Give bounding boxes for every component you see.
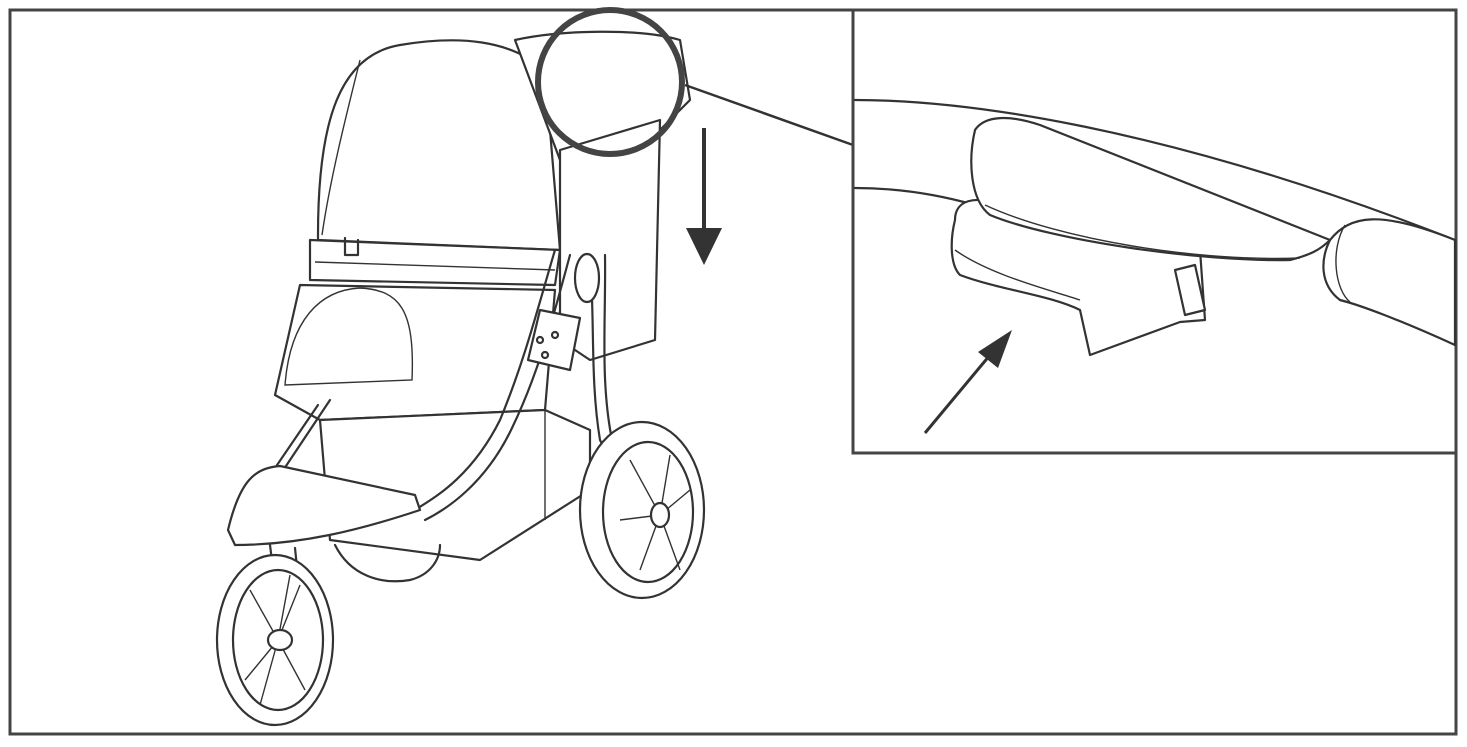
rear-right-wheel bbox=[578, 420, 706, 600]
zipper-band bbox=[308, 238, 562, 287]
brake-housing bbox=[970, 116, 1332, 262]
front-wheel bbox=[215, 553, 335, 727]
push-down-arrow-icon bbox=[686, 128, 722, 265]
footrest bbox=[226, 464, 422, 547]
handlebar-grip bbox=[1322, 218, 1457, 347]
press-arrow-icon bbox=[923, 330, 1012, 434]
front-frame-tube bbox=[413, 248, 557, 512]
stroller-illustration bbox=[215, 30, 706, 727]
brake-detail-inset bbox=[851, 8, 1458, 455]
brake-highlight-circle bbox=[535, 7, 685, 157]
canopy bbox=[316, 39, 562, 252]
callout-leader-line bbox=[684, 83, 854, 147]
rear-left-wheel bbox=[333, 543, 442, 583]
handlebar-top-edge bbox=[853, 98, 1457, 242]
logo-badge bbox=[573, 252, 601, 304]
